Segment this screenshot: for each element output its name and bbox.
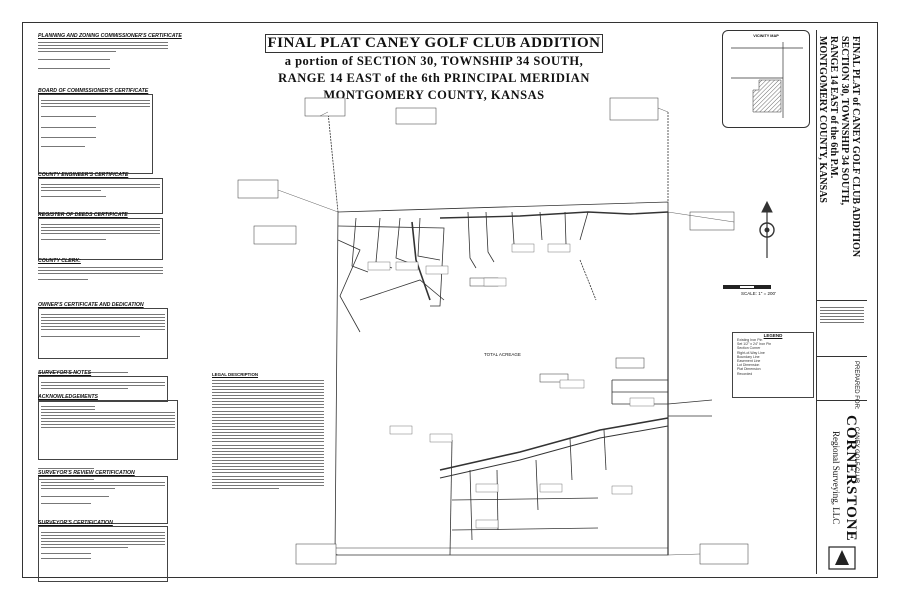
title-line-4: MONTGOMERY COUNTY, KANSAS bbox=[323, 88, 545, 102]
cert-owner: OWNER'S CERTIFICATE AND DEDICATION bbox=[38, 302, 168, 375]
cert-acknowledgements: ACKNOWLEDGEMENTS bbox=[38, 394, 178, 482]
scale-bar: SCALE: 1" = 200' bbox=[723, 285, 776, 296]
vicinity-map-title: VICINITY MAP bbox=[753, 34, 779, 38]
legend-item: Set 1/2" x 24" Iron Pin bbox=[737, 342, 772, 347]
legal-description-heading: LEGAL DESCRIPTION bbox=[212, 372, 259, 377]
title-block: FINAL PLAT of CANEY GOLF CLUB ADDITION S… bbox=[816, 30, 867, 574]
legend-item: Boundary Line bbox=[737, 354, 760, 359]
vertical-title-line-2: SECTION 30, TOWNSHIP 34 SOUTH, bbox=[839, 36, 850, 206]
plat-title: FINAL PLAT CANEY GOLF CLUB ADDITION a po… bbox=[248, 34, 620, 104]
cert-heading: OWNER'S CERTIFICATE AND DEDICATION bbox=[38, 302, 144, 308]
vertical-title-line-4: MONTGOMERY COUNTY, KANSAS bbox=[817, 36, 828, 203]
legend-item: Easement Line bbox=[737, 359, 761, 364]
title-block-project: PREPARED FOR: CANEY GOLF CLUB bbox=[817, 356, 867, 483]
title-block-vertical-title: FINAL PLAT of CANEY GOLF CLUB ADDITION S… bbox=[817, 30, 867, 300]
cert-heading: PLANNING AND ZONING COMMISSIONER'S CERTI… bbox=[38, 33, 182, 39]
company-name: CORNERSTONE bbox=[843, 415, 859, 542]
vicinity-map: VICINITY MAP bbox=[722, 30, 810, 128]
cert-clerk: COUNTY CLERK: bbox=[38, 258, 163, 282]
vicinity-map-drawing bbox=[731, 42, 803, 118]
legend: LEGEND Existing Iron Pin Set 1/2" x 24" … bbox=[732, 332, 814, 398]
legend-item: Section Corner bbox=[737, 346, 761, 351]
title-line-2: a portion of SECTION 30, TOWNSHIP 34 SOU… bbox=[284, 54, 584, 68]
total-acreage-label: TOTAL ACREAGE bbox=[484, 352, 521, 357]
title-block-revisions bbox=[817, 300, 867, 356]
plat-sheet-border bbox=[22, 22, 878, 578]
legend-item: Existing Iron Pin bbox=[737, 338, 763, 342]
vertical-title-line-1: FINAL PLAT of CANEY GOLF CLUB ADDITION bbox=[850, 36, 861, 258]
cert-review: SURVEYOR'S REVIEW CERTIFICATION bbox=[38, 470, 168, 524]
legend-title: LEGEND bbox=[763, 333, 783, 338]
cert-engineer: COUNTY ENGINEER'S CERTIFICATE bbox=[38, 172, 163, 214]
legend-item: Recorded bbox=[737, 371, 753, 376]
cert-heading: SURVEYOR'S CERTIFICATION bbox=[38, 520, 113, 526]
cert-surveyor-notes: SURVEYOR'S NOTES bbox=[38, 370, 168, 402]
cert-heading: BOARD OF COMMISSIONER'S CERTIFICATE bbox=[38, 88, 149, 94]
cert-heading: SURVEYOR'S NOTES bbox=[38, 370, 92, 376]
title-line-1: FINAL PLAT CANEY GOLF CLUB ADDITION bbox=[264, 34, 604, 53]
cert-register: REGISTER OF DEEDS CERTIFICATE bbox=[38, 212, 163, 260]
legend-item: Plat Dimension bbox=[737, 367, 761, 372]
company-subtitle: Regional Surveying, LLC bbox=[831, 431, 841, 525]
cert-heading: SURVEYOR'S REVIEW CERTIFICATION bbox=[38, 470, 135, 476]
vertical-title-line-3: RANGE 14 EAST of the 6th P.M. bbox=[828, 36, 839, 179]
legal-description: LEGAL DESCRIPTION bbox=[212, 372, 324, 542]
cert-planning: PLANNING AND ZONING COMMISSIONER'S CERTI… bbox=[38, 33, 182, 71]
cert-heading: COUNTY ENGINEER'S CERTIFICATE bbox=[38, 172, 129, 178]
cert-board: BOARD OF COMMISSIONER'S CERTIFICATE bbox=[38, 88, 153, 174]
company-logo-icon bbox=[828, 546, 856, 570]
legend-item: Right-of-Way Line bbox=[737, 350, 765, 355]
cert-heading: REGISTER OF DEEDS CERTIFICATE bbox=[38, 212, 128, 218]
cert-surveyor: SURVEYOR'S CERTIFICATION bbox=[38, 520, 168, 582]
cert-heading: ACKNOWLEDGEMENTS bbox=[38, 394, 98, 400]
legend-item: Lot Dimension bbox=[737, 363, 760, 368]
cert-heading: COUNTY CLERK: bbox=[38, 258, 81, 264]
title-block-company: CORNERSTONE Regional Surveying, LLC bbox=[817, 400, 867, 574]
scale-label: SCALE: 1" = 200' bbox=[741, 291, 776, 296]
north-arrow-icon bbox=[759, 200, 775, 258]
title-line-3: RANGE 14 EAST of the 6th PRINCIPAL MERID… bbox=[278, 71, 590, 85]
